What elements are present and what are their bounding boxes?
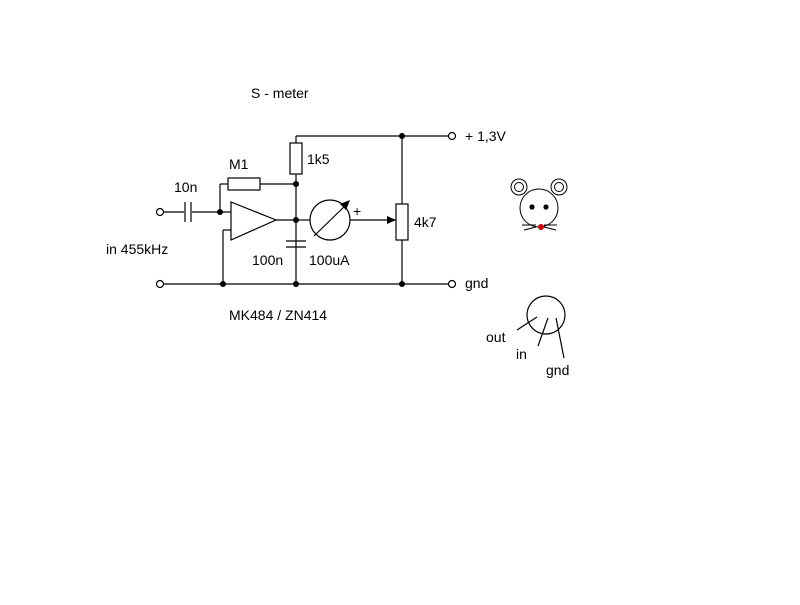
supply-terminal bbox=[447, 131, 457, 141]
load-resistor-label: 1k5 bbox=[307, 151, 330, 167]
ground-terminal-right bbox=[447, 279, 457, 289]
meter-polarity-label: + bbox=[353, 203, 361, 219]
to92-package-icon bbox=[516, 295, 566, 359]
filter-capacitor bbox=[286, 240, 306, 248]
input-capacitor-label: 10n bbox=[174, 179, 197, 195]
input-label: in 455kHz bbox=[106, 241, 168, 257]
potentiometer-label: 4k7 bbox=[414, 214, 437, 230]
mouse-icon bbox=[510, 178, 568, 231]
ic-label: MK484 / ZN414 bbox=[229, 307, 327, 323]
ground-terminal-left bbox=[155, 279, 165, 289]
junction-dots bbox=[217, 133, 405, 287]
supply-label: + 1,3V bbox=[465, 128, 507, 144]
meter-label: 100uA bbox=[309, 252, 350, 268]
pin-out-label: out bbox=[486, 329, 506, 345]
potentiometer bbox=[387, 203, 409, 241]
pin-in-label: in bbox=[516, 346, 527, 362]
feedback-resistor bbox=[227, 177, 261, 191]
input-capacitor bbox=[184, 202, 192, 222]
ground-label: gnd bbox=[465, 275, 488, 291]
mouse-nose-icon bbox=[538, 224, 544, 230]
filter-capacitor-label: 100n bbox=[252, 252, 283, 268]
load-resistor bbox=[289, 142, 303, 175]
pin-gnd-label: gnd bbox=[546, 362, 569, 378]
schematic-title: S - meter bbox=[251, 85, 309, 101]
feedback-resistor-label: M1 bbox=[229, 156, 249, 172]
input-terminal bbox=[155, 207, 165, 217]
ic-amplifier-symbol bbox=[230, 201, 278, 241]
meter-symbol bbox=[309, 199, 351, 241]
